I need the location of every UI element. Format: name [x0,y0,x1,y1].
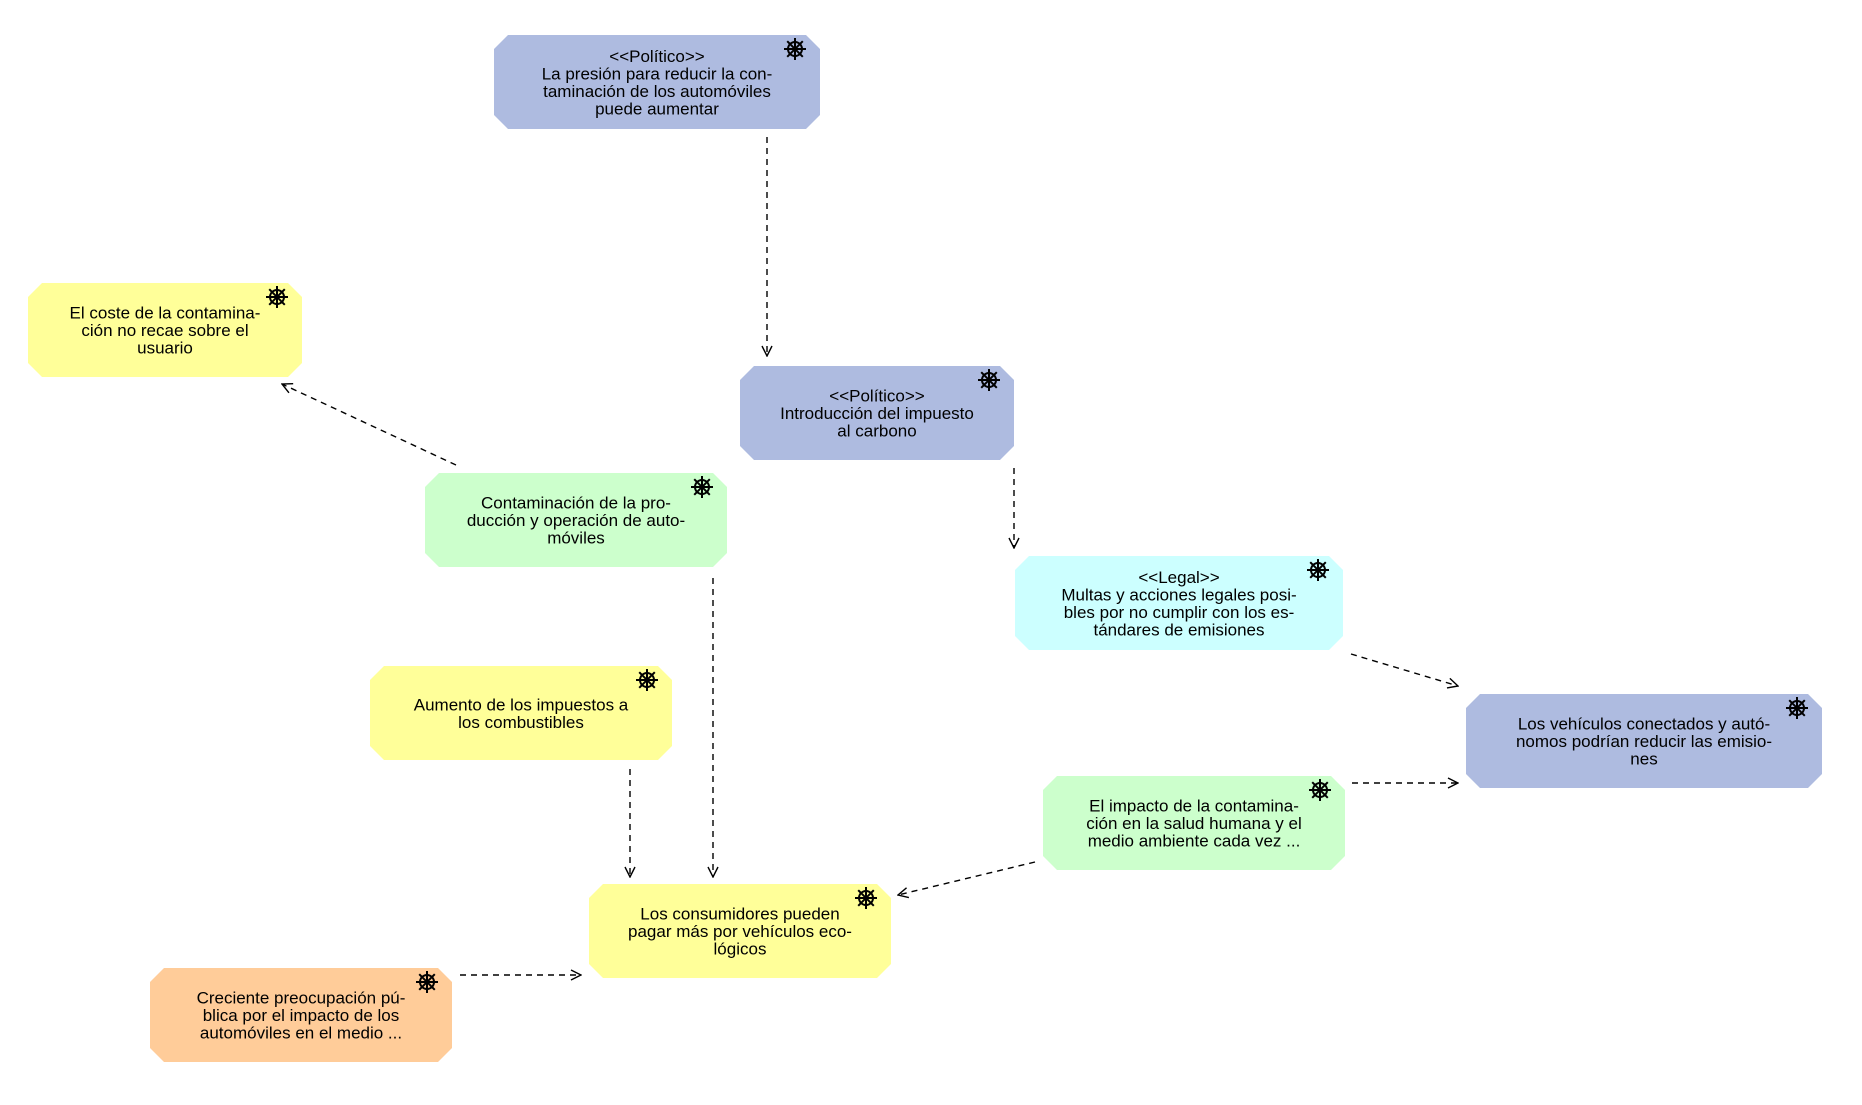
wheel-icon [978,369,1000,391]
node-text-line: Contaminación de la pro- [481,494,671,513]
wheel-icon [855,887,877,909]
node-text-line: Multas y acciones legales posi- [1061,585,1296,604]
node-text-line: móviles [547,529,605,548]
node-text-line: automóviles en el medio ... [200,1024,402,1043]
node-text-line: Aumento de los impuestos a [414,695,629,714]
node-text-line: Introducción del impuesto [780,404,974,423]
node-text-line: nes [1630,750,1657,769]
node-text-line: lógicos [714,940,767,959]
wheel-icon [691,476,713,498]
wheel-icon [266,286,288,308]
node-text-line: los combustibles [458,713,584,732]
node-text-line: pagar más por vehículos eco- [628,922,852,941]
edge-n5-to-n7 [1350,653,1458,686]
wheel-icon [416,971,438,993]
node-n5[interactable]: <<Legal>>Multas y acciones legales posi-… [1015,556,1343,650]
node-text-line: Los consumidores pueden [640,905,839,924]
wheel-icon [1309,779,1331,801]
node-text-line: usuario [137,339,193,358]
node-text-line: ción en la salud humana y el [1086,814,1301,833]
wheel-icon [636,669,658,691]
wheel-icon [1786,697,1808,719]
edges-layer [282,137,1458,975]
node-text-line: bles por no cumplir con los es- [1064,603,1295,622]
node-n7[interactable]: Los vehículos conectados y autó-nomos po… [1466,694,1822,788]
node-box [1043,776,1345,870]
edge-n8-to-n9 [898,861,1036,895]
wheel-icon [1307,559,1329,581]
node-text-line: nomos podrían reducir las emisio- [1516,732,1772,751]
node-n1[interactable]: <<Político>>La presión para reducir la c… [494,35,820,129]
node-box [740,366,1014,460]
node-box [370,666,672,760]
node-text-line: ción no recae sobre el [81,321,248,340]
node-text-line: <<Político>> [829,387,925,406]
node-n10[interactable]: Creciente preocupación pú-blica por el i… [150,968,452,1062]
node-text-line: tándares de emisiones [1093,620,1264,639]
node-n3[interactable]: <<Político>>Introducción del impuestoal … [740,366,1014,460]
nodes-layer: <<Político>>La presión para reducir la c… [28,35,1822,1062]
node-box [1015,556,1343,650]
node-box [494,35,820,129]
wheel-icon [784,38,806,60]
node-box [150,968,452,1062]
node-n8[interactable]: El impacto de la contamina-ción en la sa… [1043,776,1345,870]
node-box [425,473,727,567]
node-text-line: taminación de los automóviles [543,82,771,101]
node-text-line: El coste de la contamina- [70,304,261,323]
edge-n4-to-n2 [282,384,457,466]
node-box [28,283,302,377]
node-text-line: medio ambiente cada vez ... [1088,832,1301,851]
node-box [589,884,891,978]
node-n2[interactable]: El coste de la contamina-ción no recae s… [28,283,302,377]
node-text-line: Los vehículos conectados y autó- [1518,715,1770,734]
node-text-line: Creciente preocupación pú- [197,989,406,1008]
node-box [1466,694,1822,788]
node-text-line: El impacto de la contamina- [1089,797,1299,816]
node-n4[interactable]: Contaminación de la pro-ducción y operac… [425,473,727,567]
node-text-line: puede aumentar [595,99,719,118]
node-text-line: La presión para reducir la con- [542,64,773,83]
node-text-line: al carbono [837,422,916,441]
node-text-line: ducción y operación de auto- [467,511,685,530]
node-text-line: <<Político>> [609,47,705,66]
node-text-line: blica por el impacto de los [203,1006,400,1025]
node-text-line: <<Legal>> [1138,568,1219,587]
